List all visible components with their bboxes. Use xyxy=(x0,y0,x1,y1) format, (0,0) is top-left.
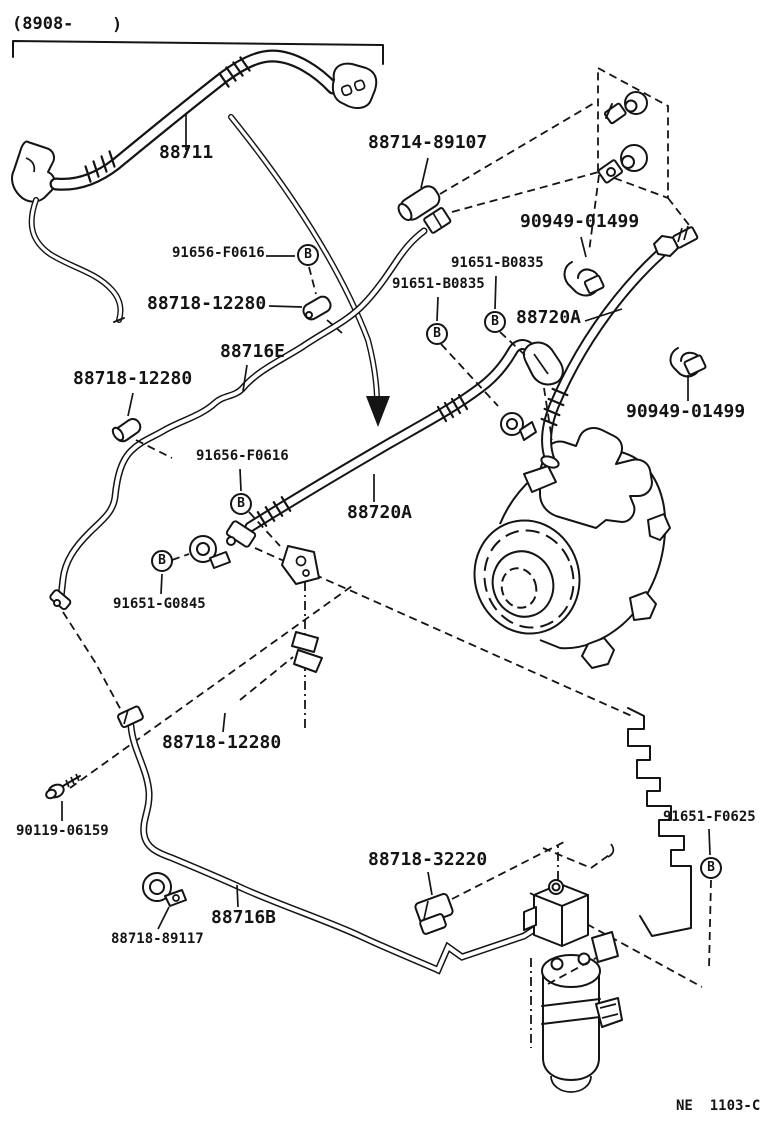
circled-b-marker: B xyxy=(484,311,506,333)
service-valve-box xyxy=(439,66,697,253)
receiver-drier xyxy=(523,844,712,1093)
part-label-91656-F0616-a: 91656-F0616 xyxy=(172,245,265,261)
hose-88711 xyxy=(11,49,378,323)
circled-b-marker: B xyxy=(426,323,448,345)
circled-b-marker: B xyxy=(700,857,722,879)
hose-88720A-lower xyxy=(225,331,564,548)
pipe-bracket-2 xyxy=(291,631,319,653)
hose-clamp-90949-a xyxy=(563,261,605,297)
fitting-88718-12280-a xyxy=(302,295,332,321)
drier-band-tab xyxy=(595,997,623,1028)
part-label-88718-32220: 88718-32220 xyxy=(368,849,488,870)
pipe-88716E xyxy=(49,227,428,611)
hose-88720A-upper xyxy=(540,225,699,469)
circled-b-marker: B xyxy=(151,550,173,572)
hose-clamp-bracket xyxy=(522,341,564,386)
part-label-90949-01499-b: 90949-01499 xyxy=(626,401,746,422)
part-label-90119-06159: 90119-06159 xyxy=(16,823,109,839)
fitting-88718-12280-c xyxy=(117,705,144,729)
production-range-close: ) xyxy=(112,15,123,35)
part-label-88716E: 88716E xyxy=(220,341,286,362)
valve-fitting-upper xyxy=(603,91,648,125)
part-label-88718-12280-b: 88718-12280 xyxy=(73,368,193,389)
circled-b-marker: B xyxy=(297,244,319,266)
part-label-88718-12280-a: 88718-12280 xyxy=(147,293,267,314)
crimp-ribs xyxy=(84,56,251,183)
range-bracket xyxy=(12,40,384,65)
compressor xyxy=(473,427,671,669)
part-label-91651-G0845: 91651-G0845 xyxy=(113,596,206,612)
part-label-88714-89107: 88714-89107 xyxy=(368,132,488,153)
part-label-91656-F0616-b: 91656-F0616 xyxy=(196,448,289,464)
pipe-88716B xyxy=(117,705,542,975)
valve-fitting-lower xyxy=(597,144,648,184)
part-label-91651-B0835-top: 91651-B0835 xyxy=(451,255,544,271)
clamp-88718-89117 xyxy=(142,872,187,907)
drier-body xyxy=(542,969,600,1081)
production-range-open: (8908- xyxy=(12,14,74,34)
screw-90119-06159 xyxy=(45,773,81,800)
radiator-support-panel xyxy=(627,707,692,937)
hose-end-fitting xyxy=(225,520,257,548)
part-label-88718-89117: 88718-89117 xyxy=(111,931,204,947)
leader-lines xyxy=(61,113,711,930)
part-label-88720A-a: 88720A xyxy=(516,307,582,328)
part-label-90949-01499-a: 90949-01499 xyxy=(520,211,640,232)
hose-clamp-90949-b xyxy=(669,347,707,378)
part-label-88711: 88711 xyxy=(159,142,214,163)
part-label-91651-B0835-left: 91651-B0835 xyxy=(392,276,485,292)
part-label-91651-F0625: 91651-F0625 xyxy=(663,809,756,825)
flow-arrow xyxy=(228,114,390,427)
part-label-88720A-b: 88720A xyxy=(347,502,413,523)
part-label-88716B: 88716B xyxy=(211,907,277,928)
compressor-manifold xyxy=(539,427,653,529)
part-88714-89107-art xyxy=(397,185,452,234)
clamp-91651-G0845 xyxy=(189,535,231,569)
figure-code: NE 1103-C xyxy=(676,1098,761,1114)
part-label-88718-12280-c: 88718-12280 xyxy=(162,732,282,753)
circled-b-marker: B xyxy=(230,493,252,515)
